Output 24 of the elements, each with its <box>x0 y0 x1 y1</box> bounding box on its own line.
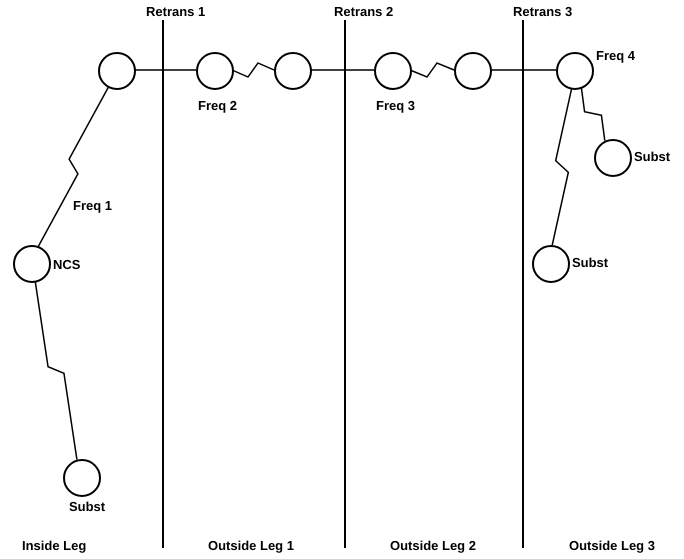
column-label: Inside Leg <box>22 538 86 553</box>
zigzag-link-line <box>410 62 454 78</box>
zigzag-link-line <box>232 62 274 78</box>
divider-label: Retrans 1 <box>146 4 206 19</box>
connector-line <box>310 69 374 71</box>
node-label: Subst <box>572 255 608 270</box>
node-label: Subst <box>69 499 106 514</box>
node-label: Freq 4 <box>596 48 636 63</box>
zigzag-link-line <box>38 86 110 247</box>
divider-label: Retrans 3 <box>513 4 572 19</box>
column-label: Outside Leg 2 <box>390 538 476 553</box>
edge-label: Freq 3 <box>375 98 416 113</box>
divider-label: Retrans 2 <box>334 4 394 19</box>
column-label: Outside Leg 3 <box>569 538 655 553</box>
edge-label: Freq 1 <box>72 198 114 213</box>
connector-line <box>490 69 556 71</box>
zigzag-link-line <box>34 280 78 460</box>
column-label: Outside Leg 1 <box>208 538 294 553</box>
node-label: Subst <box>634 149 670 164</box>
node-label: NCS <box>53 257 80 272</box>
connector-line <box>134 69 196 71</box>
edge-label: Freq 2 <box>197 98 238 113</box>
zigzag-link-line <box>580 86 606 141</box>
zigzag-link-line <box>551 88 573 246</box>
